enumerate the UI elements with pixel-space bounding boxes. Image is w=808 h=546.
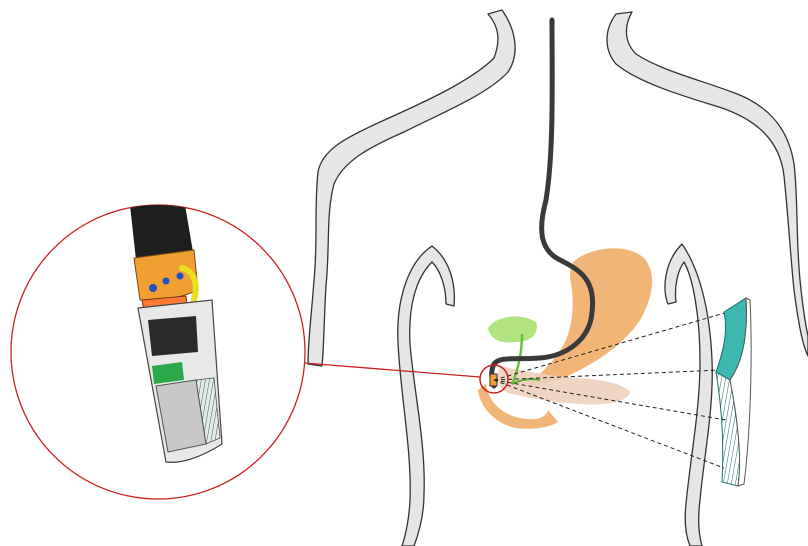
left-shoulder-contour (308, 10, 515, 366)
collar-hole-1 (149, 284, 157, 292)
collar-hole-3 (177, 273, 184, 280)
probe-orange-collar (134, 250, 198, 301)
collar-hole-2 (163, 278, 170, 285)
organs (478, 248, 652, 429)
probe-black-band (148, 316, 198, 356)
right-ribcage-contour (665, 244, 712, 546)
gallbladder (488, 316, 537, 342)
zoom-connector (304, 363, 480, 377)
external-detector (716, 298, 751, 486)
left-ribcage-contour (398, 246, 455, 546)
